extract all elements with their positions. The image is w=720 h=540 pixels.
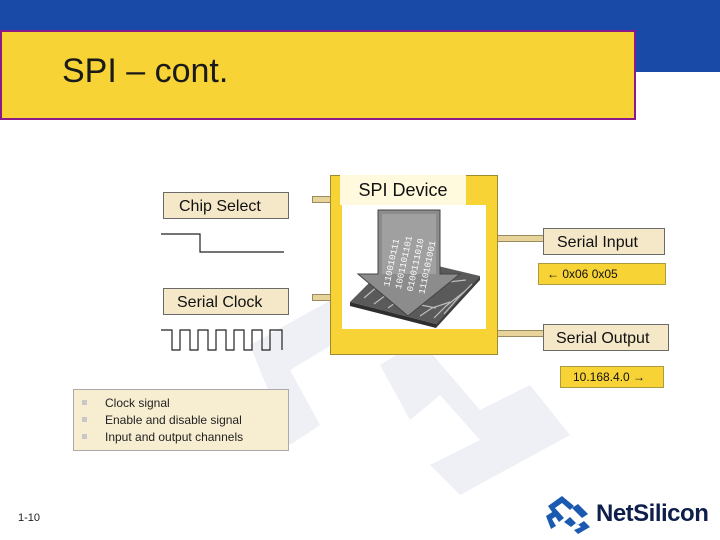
- chip-select-label: Chip Select: [163, 192, 289, 219]
- serial-clock-waveform: [161, 329, 283, 351]
- list-item: Clock signal: [82, 394, 288, 411]
- input-hex-value: ← 0x06 0x05: [538, 263, 666, 285]
- chip-select-text: Chip Select: [179, 198, 261, 215]
- serial-clock-text: Serial Clock: [177, 294, 263, 311]
- input-hex-text: ← 0x06 0x05: [547, 267, 618, 281]
- bullet-text: Input and output channels: [105, 429, 244, 444]
- bullet-icon: [82, 434, 87, 439]
- bullet-list: Clock signal Enable and disable signal I…: [73, 389, 289, 451]
- chip-select-waveform: [161, 233, 284, 253]
- bullet-text: Clock signal: [105, 395, 170, 410]
- list-item: Enable and disable signal: [82, 411, 288, 428]
- bullet-icon: [82, 400, 87, 405]
- netsilicon-logo-icon: [546, 496, 590, 534]
- output-hex-value: 10.168.4.0 →: [560, 366, 664, 388]
- output-hex-text: 10.168.4.0 →: [573, 370, 646, 384]
- serial-input-label: Serial Input: [543, 228, 665, 255]
- serial-clock-label: Serial Clock: [163, 288, 289, 315]
- spi-device-label: SPI Device: [340, 175, 466, 205]
- page-title: SPI – cont.: [62, 52, 229, 90]
- pin-serial-clock: [312, 294, 332, 301]
- bullet-icon: [82, 417, 87, 422]
- bullet-text: Enable and disable signal: [105, 412, 242, 427]
- serial-output-text: Serial Output: [556, 330, 650, 347]
- pin-serial-input: [496, 235, 544, 242]
- pin-chip-select: [312, 196, 332, 203]
- chip-icon: 110010111 1001101101 0100111010 11101010…: [350, 209, 480, 328]
- pin-serial-output: [496, 330, 544, 337]
- logo-text: NetSilicon: [596, 500, 709, 527]
- serial-input-text: Serial Input: [557, 234, 638, 251]
- list-item: Input and output channels: [82, 428, 288, 445]
- title-banner: [0, 30, 636, 120]
- page-number: 1-10: [18, 512, 41, 524]
- serial-output-label: Serial Output: [543, 324, 669, 351]
